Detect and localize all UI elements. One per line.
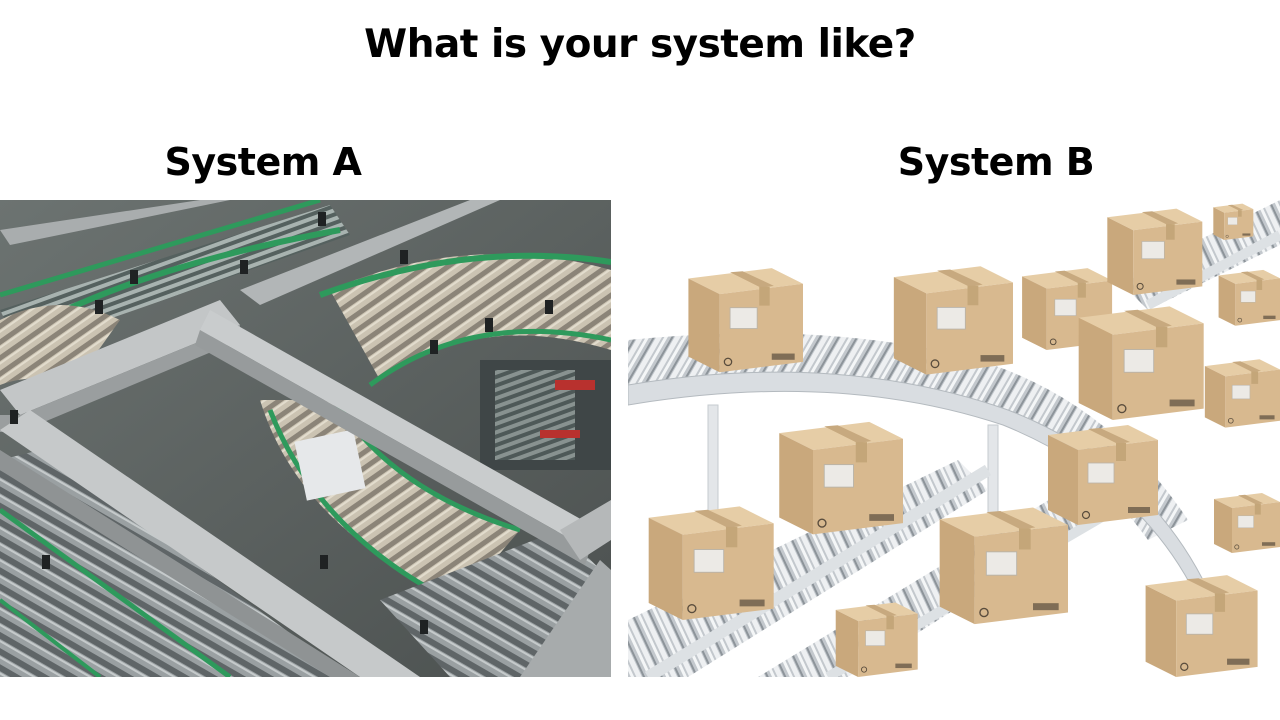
conveyor-illustration-a: [0, 200, 611, 677]
slide-title: What is your system like?: [364, 22, 916, 67]
conveyor-illustration-b: [628, 200, 1280, 677]
system-a-label: System A: [164, 140, 362, 184]
system-a-image: [0, 200, 611, 677]
system-b-label: System B: [897, 140, 1095, 184]
system-b-image: [628, 200, 1280, 677]
